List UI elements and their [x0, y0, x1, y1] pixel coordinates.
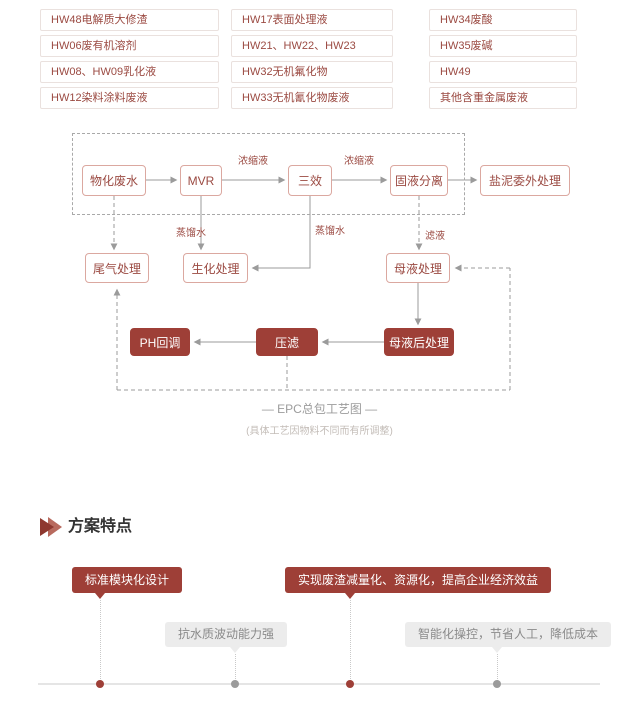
- edge-label-distilled-water-2: 蒸馏水: [315, 226, 345, 237]
- feature-badge: 抗水质波动能力强: [165, 622, 288, 647]
- waste-grid-cell: HW17表面处理液: [231, 9, 393, 31]
- node-mother-liquor-post-treatment: 母液后处理: [384, 328, 454, 356]
- node-triple-effect: 三效: [288, 165, 332, 196]
- timeline-dot: [346, 680, 354, 688]
- feature-badge: 标准模块化设计: [72, 567, 183, 593]
- node-salt-sludge-outsourced: 盐泥委外处理: [480, 165, 570, 196]
- waste-grid-cell: HW32无机氟化物: [231, 61, 393, 83]
- evaporation-dashed-boundary: [72, 133, 465, 215]
- badge-tail: [492, 647, 502, 653]
- waste-grid-cell: HW06废有机溶剂: [40, 35, 219, 57]
- node-physchem-wastewater: 物化废水: [82, 165, 146, 196]
- dotted-connector: [497, 654, 498, 683]
- node-solid-liquid-separation: 固液分离: [390, 165, 448, 196]
- feature-timeline: [38, 683, 600, 685]
- feature-badge: 智能化操控，节省人工，降低成本: [405, 622, 612, 647]
- node-press-filtration: 压滤: [256, 328, 318, 356]
- edge-label-distilled-water-1: 蒸馏水: [176, 228, 206, 239]
- node-mvr: MVR: [180, 165, 222, 196]
- feature-badge: 实现废渣减量化、资源化，提高企业经济效益: [285, 567, 552, 593]
- waste-grid-cell: 其他含重金属废液: [429, 87, 577, 109]
- waste-grid-cell: HW35废碱: [429, 35, 577, 57]
- dotted-connector: [235, 654, 236, 683]
- node-ph-adjustment: PH回调: [130, 328, 190, 356]
- badge-tail: [95, 593, 105, 599]
- edge-label-concentrate-2: 浓缩液: [344, 156, 374, 167]
- waste-grid-cell: HW08、HW09乳化液: [40, 61, 219, 83]
- node-mother-liquor-treatment: 母液处理: [386, 253, 450, 283]
- waste-grid-cell: HW48电解质大修渣: [40, 9, 219, 31]
- waste-grid-cell: HW49: [429, 61, 577, 83]
- waste-grid-cell: HW12染料涂料废液: [40, 87, 219, 109]
- flowchart-subcaption: (具体工艺因物料不同而有所调整): [246, 426, 393, 437]
- timeline-dot: [96, 680, 104, 688]
- waste-grid-cell: HW33无机氰化物废液: [231, 87, 393, 109]
- dotted-connector: [350, 600, 351, 683]
- waste-grid-cell: HW21、HW22、HW23: [231, 35, 393, 57]
- features-title: 方案特点: [68, 518, 133, 535]
- edge-label-concentrate-1: 浓缩液: [238, 156, 268, 167]
- dotted-connector: [100, 600, 101, 683]
- edge-label-filtrate: 滤液: [425, 231, 445, 242]
- badge-tail: [230, 647, 240, 653]
- node-biochemical-treatment: 生化处理: [183, 253, 248, 283]
- badge-tail: [345, 593, 355, 599]
- timeline-dot: [493, 680, 501, 688]
- waste-grid-cell: HW34废酸: [429, 9, 577, 31]
- node-tail-gas-treatment: 尾气处理: [85, 253, 149, 283]
- timeline-dot: [231, 680, 239, 688]
- section-marker-icon: [40, 517, 62, 537]
- flowchart-caption: — EPC总包工艺图 —: [261, 402, 378, 416]
